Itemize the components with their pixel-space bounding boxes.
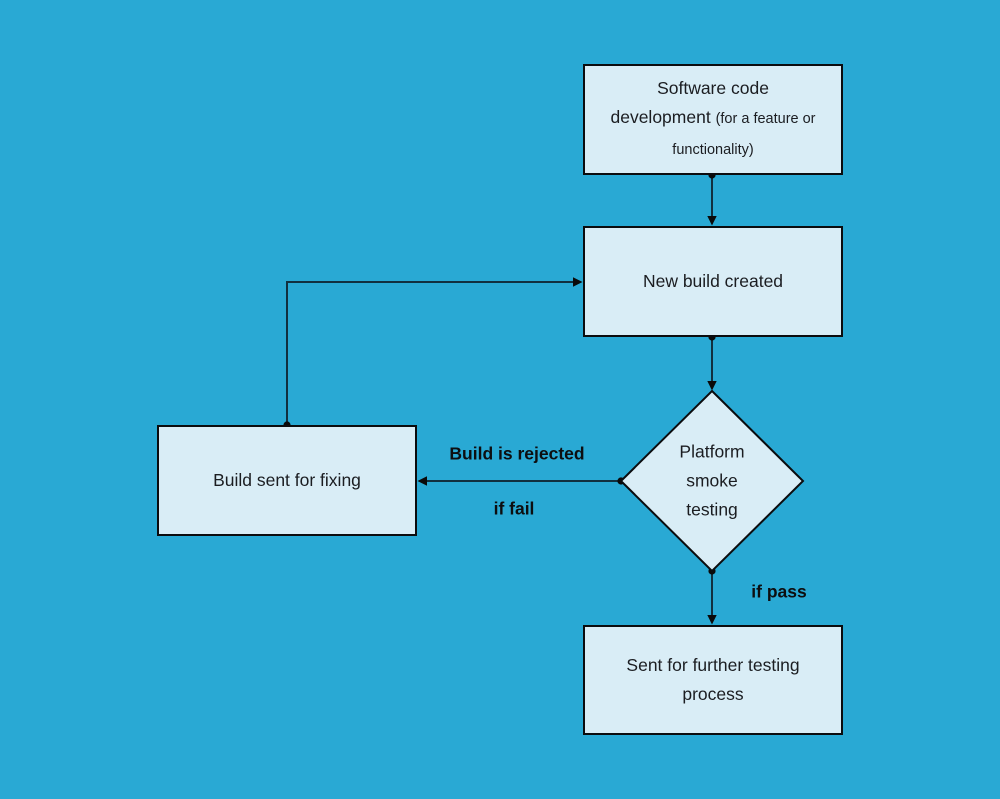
- node-text: Build sent for fixing: [213, 470, 361, 490]
- edge-label-build-is-rejected: Build is rejected: [449, 443, 585, 464]
- arrow-dev-to-new-build: [707, 171, 717, 226]
- arrowhead-icon: [707, 615, 717, 625]
- arrow-smoke-testing-to-fixing: [417, 476, 625, 486]
- decision-diamond-shape: [619, 389, 805, 573]
- node-text: Sent for further testing process: [626, 655, 800, 704]
- arrowhead-icon: [573, 277, 583, 287]
- edge-label-if-fail: if fail: [493, 498, 535, 519]
- arrowhead-icon: [707, 216, 717, 226]
- arrowhead-icon: [417, 476, 427, 486]
- arrow-new-build-to-smoke-testing: [707, 333, 717, 391]
- node-text: New build created: [642, 271, 784, 291]
- edge-label-if-pass: if pass: [751, 581, 807, 602]
- arrowhead-icon: [707, 381, 717, 391]
- decision-platform-smoke-testing: Platform smoke testing: [679, 441, 745, 520]
- node-new-build-created: New build created: [583, 226, 843, 337]
- node-sent-for-further-testing: Sent for further testing process: [583, 625, 843, 735]
- arrow-fixing-to-new-build: [283, 277, 583, 429]
- node-subtitle: (for a feature or functionality): [672, 111, 816, 158]
- node-software-code-development: Software code development (for a feature…: [583, 64, 843, 175]
- node-build-sent-for-fixing: Build sent for fixing: [157, 425, 417, 536]
- node-text: Software code development (for a feature…: [605, 74, 821, 165]
- node-title: Software code development: [610, 78, 769, 127]
- arrow-smoke-testing-to-further: [707, 567, 717, 625]
